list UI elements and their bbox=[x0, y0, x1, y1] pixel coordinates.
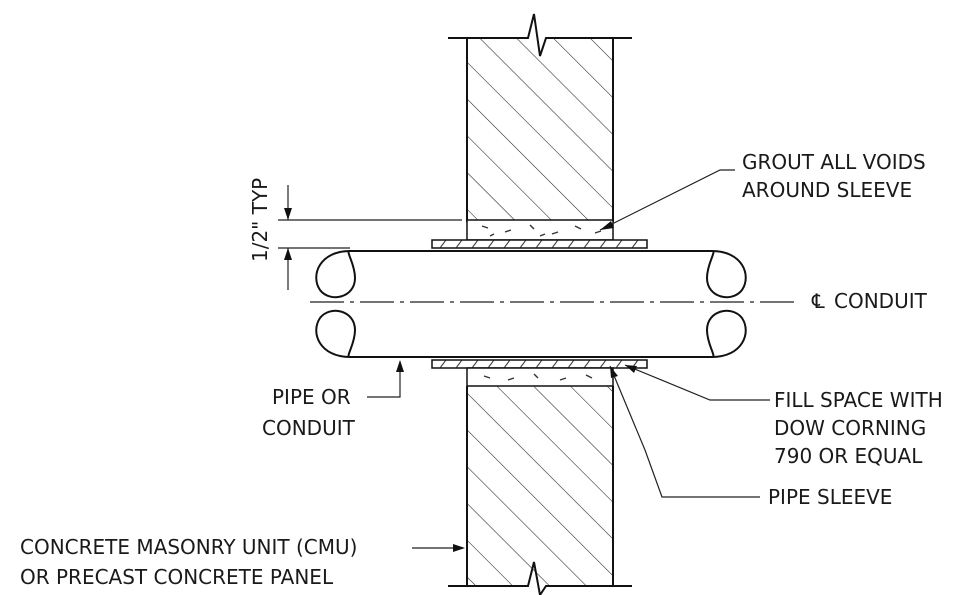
centerline-symbol: ℄ bbox=[811, 289, 825, 313]
pipe-body bbox=[315, 250, 747, 358]
fill-note-line1: FILL SPACE WITH bbox=[774, 388, 943, 412]
upper-wall-section bbox=[448, 13, 632, 222]
leader-lines bbox=[367, 169, 770, 552]
top-pipe-sleeve bbox=[431, 239, 648, 249]
centerline-label: CONDUIT bbox=[834, 289, 928, 313]
bottom-break-line bbox=[448, 561, 632, 595]
pipe-label-line2: CONDUIT bbox=[262, 416, 356, 440]
fill-note-line2: DOW CORNING bbox=[774, 416, 926, 440]
fill-note-line3: 790 OR EQUAL bbox=[774, 444, 923, 468]
grout-note-line1: GROUT ALL VOIDS bbox=[742, 150, 926, 174]
bottom-grout-layer bbox=[466, 367, 614, 387]
bottom-pipe-sleeve bbox=[431, 359, 648, 369]
grout-note-line2: AROUND SLEEVE bbox=[742, 178, 912, 202]
dimension-label: 1/2" TYP bbox=[248, 178, 272, 262]
cmu-label-line1: CONCRETE MASONRY UNIT (CMU) bbox=[20, 535, 357, 559]
dimension-half-inch: 1/2" TYP bbox=[248, 178, 462, 290]
top-grout-layer bbox=[466, 219, 614, 241]
pipe-label-line1: PIPE OR bbox=[272, 385, 351, 409]
cmu-label-line2: OR PRECAST CONCRETE PANEL bbox=[20, 565, 334, 589]
top-break-line bbox=[448, 13, 632, 57]
lower-wall-section bbox=[448, 386, 632, 595]
pipe-sleeve-label: PIPE SLEEVE bbox=[768, 485, 892, 509]
